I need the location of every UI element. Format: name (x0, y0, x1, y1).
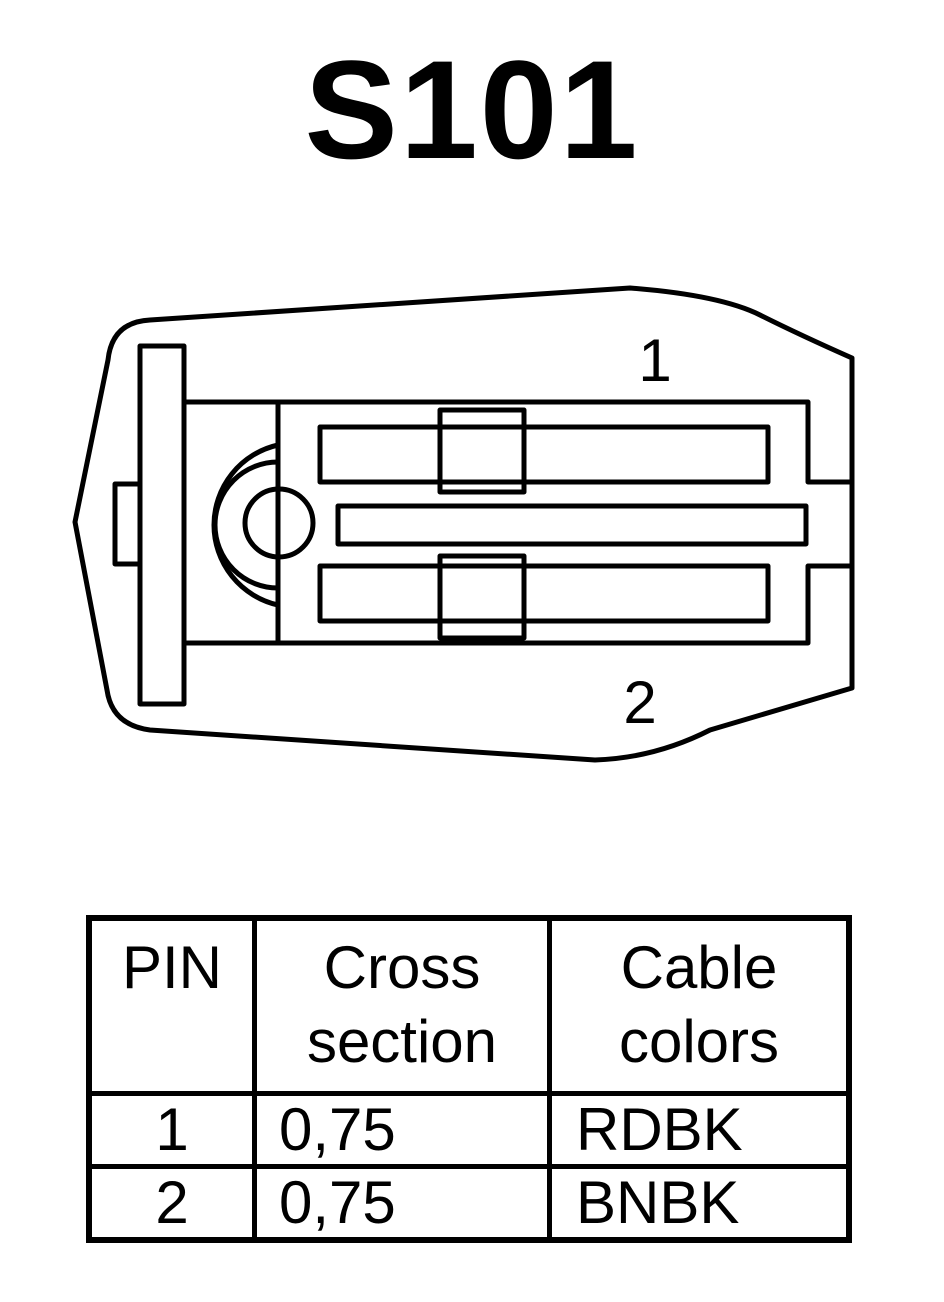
cell-cross-section: 0,75 (252, 1091, 552, 1169)
cell-cable-color: RDBK (547, 1091, 852, 1169)
terminal-slot-1 (317, 424, 771, 485)
cell-cross-section: 0,75 (252, 1164, 552, 1243)
pin-label-2: 2 (623, 669, 656, 736)
connector-flange (137, 343, 187, 707)
pin-label-1: 1 (638, 327, 671, 394)
table-header-row: PIN Cross section Cable colors (86, 915, 852, 1096)
terminal-center-bar (335, 503, 809, 547)
header-cross-section-line-2: section (306, 1008, 498, 1075)
connector-flange-tab (112, 481, 143, 567)
terminal-slot-2 (317, 563, 771, 624)
header-cross-section-line-1: Cross (323, 934, 481, 1001)
connector-drawing: 1 2 (72, 285, 855, 763)
cell-cable-color: BNBK (547, 1164, 852, 1243)
cell-pin: 1 (86, 1091, 257, 1169)
diagram-title: S101 (304, 31, 640, 188)
header-cross-section: Cross section (252, 915, 552, 1096)
terminal-latch-1 (437, 407, 527, 495)
table-row: 2 0,75 BNBK (86, 1164, 852, 1243)
cell-pin: 2 (86, 1164, 257, 1243)
connector-housing-outline (72, 285, 855, 763)
header-pin: PIN (86, 915, 257, 1096)
terminal-latch-2 (437, 553, 527, 641)
pin-table: PIN Cross section Cable colors 1 0,75 RD… (86, 915, 852, 1243)
connector-frame (184, 399, 852, 646)
connector-latch-arc-inner (212, 459, 279, 591)
header-cable-colors-line-2: colors (618, 1008, 780, 1075)
connector-keying-hole (242, 486, 316, 560)
header-cable-colors: Cable colors (547, 915, 852, 1096)
header-cable-colors-line-1: Cable (620, 934, 778, 1001)
table-row: 1 0,75 RDBK (86, 1091, 852, 1169)
